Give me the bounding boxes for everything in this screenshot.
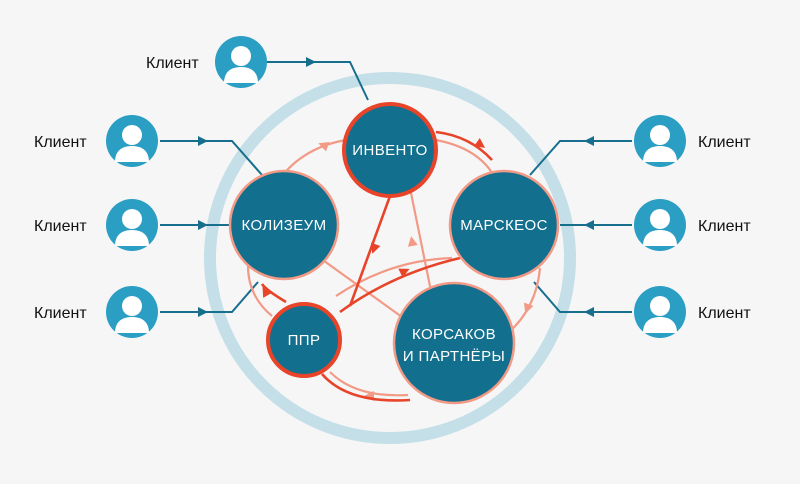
arrow-strong-marskeos-from-ppr — [398, 268, 410, 278]
node-koliseum: КОЛИЗЕУМ — [228, 169, 340, 281]
client-top: Клиент — [146, 36, 267, 88]
node-marskeos-label: МАРСКЕОС — [460, 217, 548, 234]
user-icon — [106, 199, 158, 251]
client-connectors — [160, 57, 632, 317]
relation-korsakov-invento — [408, 187, 434, 297]
node-koliseum-label: КОЛИЗЕУМ — [242, 217, 327, 234]
strong-relations — [260, 130, 493, 402]
relation-ppr-koliseum-strong — [260, 283, 287, 304]
node-invento: ИНВЕНТО — [342, 102, 438, 198]
user-icon — [106, 115, 158, 167]
arrow-strong-marskeos — [474, 138, 486, 148]
client-top-label: Клиент — [146, 55, 199, 72]
ecosystem-ring — [204, 72, 576, 444]
node-marskeos: МАРСКЕОС — [448, 169, 560, 281]
client-right-1-label: Клиент — [698, 134, 751, 151]
client-left-1: Клиент — [34, 115, 158, 167]
connector-right-client-3 — [533, 281, 632, 313]
connector-right-client-1 — [529, 140, 632, 176]
relation-ppr-marskeos-strong — [339, 256, 461, 314]
user-icon — [106, 286, 158, 338]
node-ppr: ППР — [266, 302, 342, 378]
relation-invento-marskeos-strong — [435, 130, 493, 161]
client-right-1: Клиент — [634, 115, 751, 167]
arrow-light-marskeos-korsakov — [524, 302, 534, 314]
relation-korsakov-ppr — [329, 371, 409, 397]
client-right-3: Клиент — [634, 286, 751, 338]
client-left-3: Клиент — [34, 286, 158, 338]
client-right-2-label: Клиент — [698, 218, 751, 235]
arrow-strong-ppr — [371, 242, 381, 254]
arrow-light-invento-up — [407, 236, 418, 247]
connector-left-client-1 — [160, 140, 263, 176]
client-left-3-label: Клиент — [34, 305, 87, 322]
user-icon — [634, 115, 686, 167]
relation-invento-ppr-strong — [348, 195, 392, 307]
arrow-left-client-2 — [198, 220, 208, 230]
client-right-3-label: Клиент — [698, 305, 751, 322]
node-invento-label: ИНВЕНТО — [352, 142, 427, 159]
connector-left-client-3 — [160, 281, 259, 313]
arrow-top-client — [306, 57, 316, 67]
client-left-1-label: Клиент — [34, 134, 87, 151]
relation-marskeos-invento — [435, 138, 495, 177]
node-korsakov: КОРСАКОВ И ПАРТНЁРЫ — [392, 281, 516, 405]
connector-top-client — [262, 61, 369, 101]
relation-ppr-koliseum — [246, 265, 273, 317]
arrow-strong-koliseum — [262, 286, 272, 298]
node-korsakov-label-line2: И ПАРТНЁРЫ — [403, 348, 505, 365]
relation-marskeos-ppr — [335, 256, 453, 297]
arrow-right-client-3 — [584, 307, 594, 317]
user-icon — [634, 286, 686, 338]
client-left-2: Клиент — [34, 199, 158, 251]
relation-korsakov-ppr-strong — [321, 373, 411, 402]
client-left-2-label: Клиент — [34, 218, 87, 235]
arrow-right-client-1 — [584, 136, 594, 146]
arrow-left-client-1 — [198, 136, 208, 146]
arrow-left-client-3 — [198, 307, 208, 317]
user-icon — [634, 199, 686, 251]
node-korsakov-label-line1: КОРСАКОВ — [412, 326, 496, 343]
arrow-right-client-2 — [584, 220, 594, 230]
client-right-2: Клиент — [634, 199, 751, 251]
arrow-light-koliseum — [318, 142, 330, 152]
user-icon — [215, 36, 267, 88]
node-ppr-label: ППР — [288, 332, 321, 349]
